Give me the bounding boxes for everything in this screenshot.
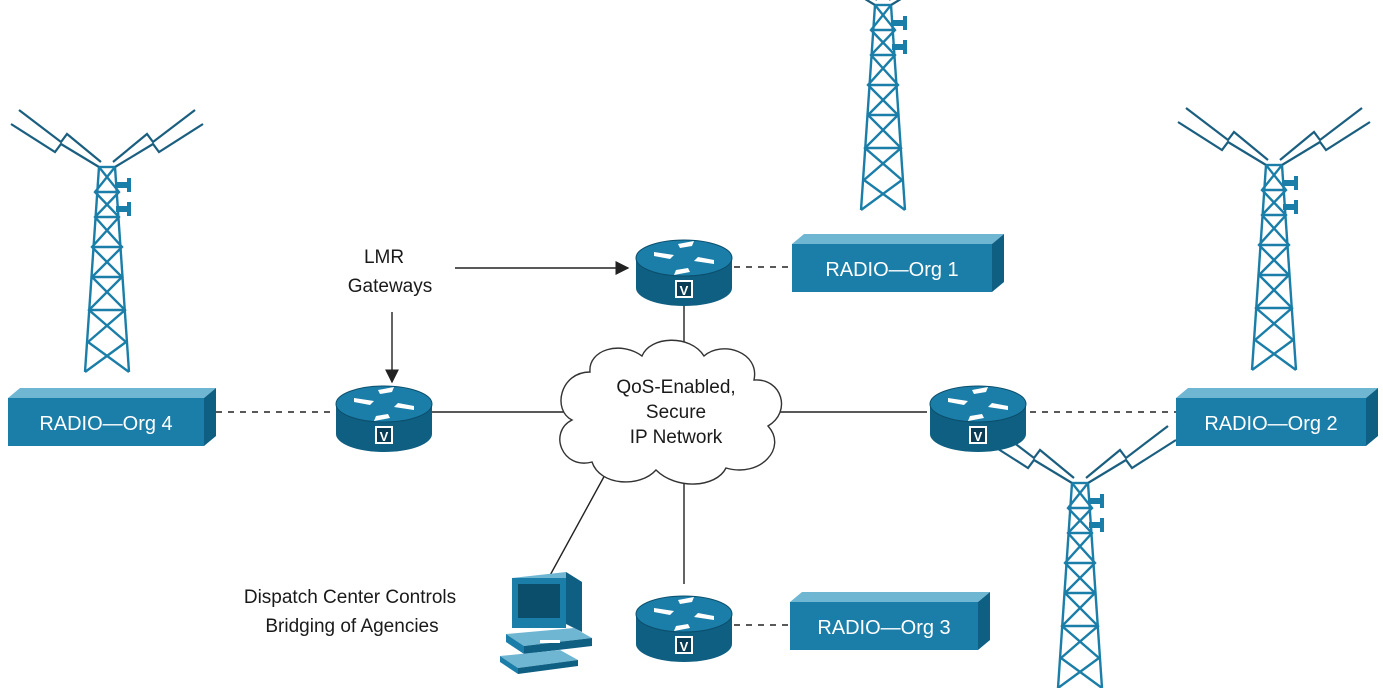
router-badge: V (380, 429, 389, 444)
radio-box-org4: RADIO—Org 4 (8, 388, 216, 446)
radio-box-org1: RADIO—Org 1 (792, 234, 1004, 292)
dispatch-computer-icon (500, 572, 592, 674)
cloud-label-line3: IP Network (630, 427, 723, 448)
radio-label-org4: RADIO—Org 4 (39, 413, 172, 435)
radio-tower-icon (785, 0, 981, 212)
ip-network-cloud: QoS-Enabled, Secure IP Network (559, 339, 783, 485)
dispatch-annotation-line2: Bridging of Agencies (265, 616, 438, 637)
router-badge: V (680, 283, 689, 298)
gateway-annotation-line1: LMR (364, 247, 404, 268)
radio-tower-icon (1176, 106, 1372, 372)
radio-tower-icon (9, 108, 205, 374)
router-badge: V (974, 429, 983, 444)
router-badge: V (680, 639, 689, 654)
cloud-label-line2: Secure (646, 402, 706, 423)
radio-box-org3: RADIO—Org 3 (790, 592, 990, 650)
radio-box-org2: RADIO—Org 2 (1176, 388, 1378, 446)
cloud-label-line1: QoS-Enabled, (616, 377, 735, 398)
dispatch-annotation-line1: Dispatch Center Controls (244, 587, 456, 608)
radio-label-org1: RADIO—Org 1 (825, 259, 958, 281)
link-cloud-dispatch (541, 461, 613, 591)
radio-label-org2: RADIO—Org 2 (1204, 413, 1337, 435)
radio-label-org3: RADIO—Org 3 (817, 617, 950, 639)
radio-tower-icon (982, 424, 1178, 688)
gateway-annotation-line2: Gateways (348, 276, 432, 297)
